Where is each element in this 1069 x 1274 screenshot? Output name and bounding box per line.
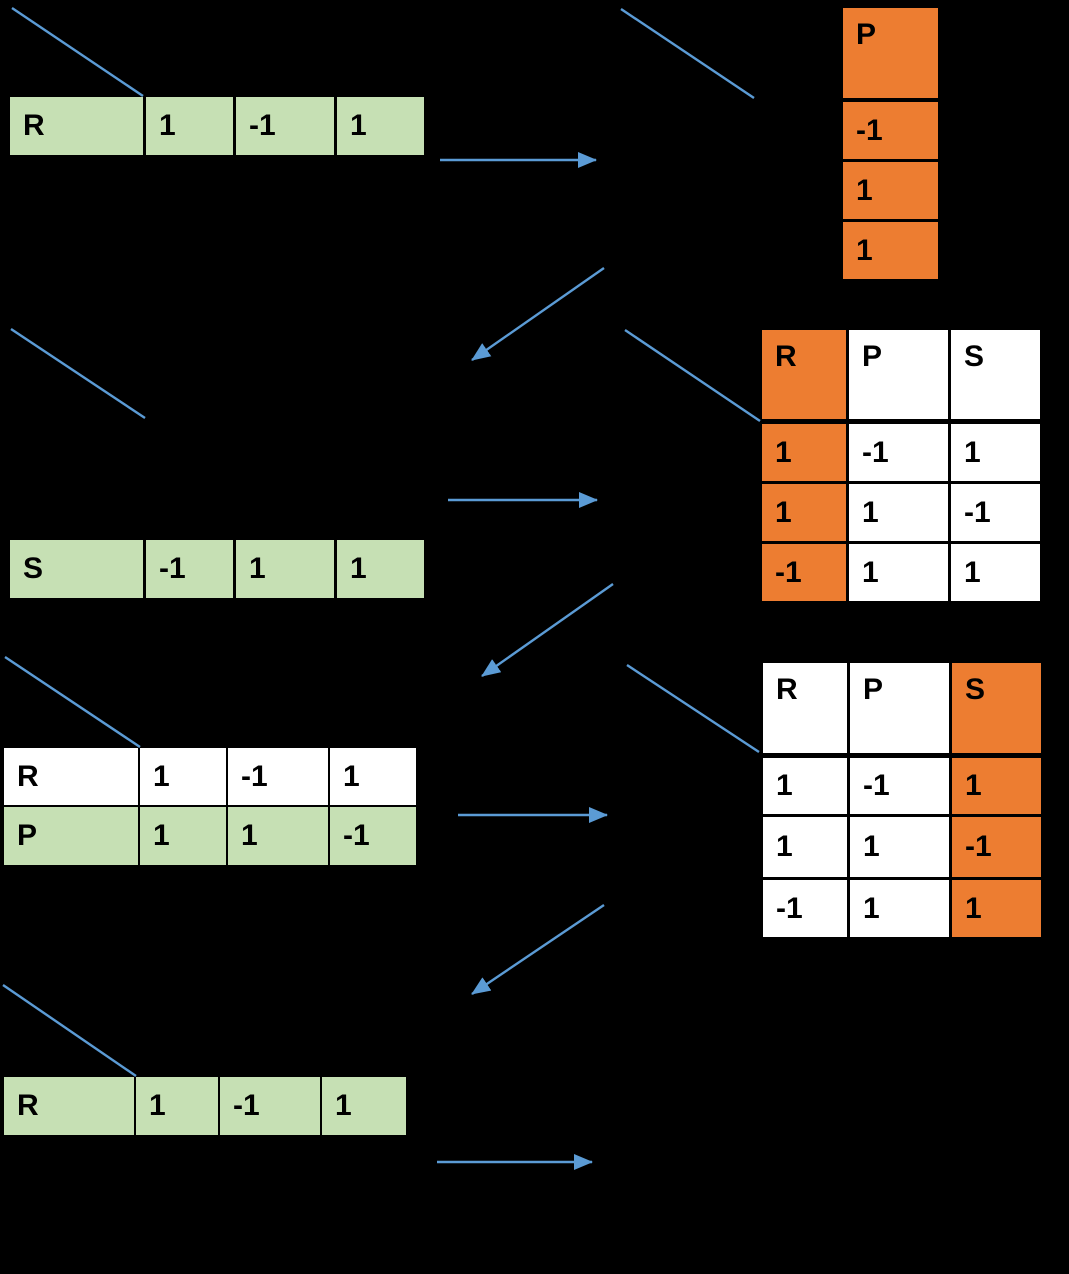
table-rps-s-highlight-cell-0-0: R <box>763 663 847 753</box>
table-rps-s-highlight-cell-3-2: 1 <box>952 880 1041 937</box>
table-two-row-rp-cell-1-0: P <box>4 807 138 865</box>
table-row-s-cell-0-0: S <box>10 540 143 598</box>
table-col-p-cell-2-0: 1 <box>843 162 938 219</box>
table-row-r-bottom-cell-0-0: R <box>4 1077 134 1135</box>
table-rps-s-highlight-cell-2-1: 1 <box>850 817 949 877</box>
leader-line-top-left <box>11 7 144 97</box>
arrow-down-left-2 <box>481 583 614 677</box>
table-two-row-rp-cell-0-0: R <box>4 748 138 805</box>
table-rps-s-highlight-cell-1-2: 1 <box>952 758 1041 814</box>
table-two-row-rp-cell-0-1: 1 <box>140 748 226 805</box>
table-rps-s-highlight-cell-2-0: 1 <box>763 817 847 877</box>
table-row-r-bottom-cell-0-3: 1 <box>322 1077 406 1135</box>
table-row-r-bottom-cell-0-2: -1 <box>220 1077 320 1135</box>
leader-line-mid-left <box>10 328 146 419</box>
leader-line-to-rps-s <box>626 663 760 754</box>
table-rps-r-highlight-cell-0-0: R <box>762 330 846 419</box>
table-rps-r-highlight-cell-0-2: S <box>951 330 1040 419</box>
table-row-r-top-cell-0-1: 1 <box>146 97 233 155</box>
table-row-r-top-cell-0-2: -1 <box>236 97 334 155</box>
table-row-s-cell-0-2: 1 <box>236 540 334 598</box>
table-two-row-rp-cell-1-3: -1 <box>330 807 416 865</box>
table-rps-r-highlight-cell-1-2: 1 <box>951 424 1040 481</box>
table-rps-r-highlight-cell-3-1: 1 <box>849 544 948 601</box>
table-rps-r-highlight-cell-1-1: -1 <box>849 424 948 481</box>
table-rps-r-highlight-cell-2-2: -1 <box>951 484 1040 541</box>
arrow-down-left-1 <box>471 267 605 361</box>
table-row-s-cell-0-1: -1 <box>146 540 233 598</box>
table-two-row-rp-cell-0-2: -1 <box>228 748 328 805</box>
table-rps-s-highlight-cell-0-2: S <box>952 663 1041 753</box>
table-rps-s-highlight-cell-1-1: -1 <box>850 758 949 814</box>
table-rps-s-highlight-cell-2-2: -1 <box>952 817 1041 877</box>
leader-line-bottom-left <box>2 984 137 1077</box>
table-rps-r-highlight-cell-3-0: -1 <box>762 544 846 601</box>
table-row-r-bottom-cell-0-1: 1 <box>136 1077 218 1135</box>
table-rps-s-highlight-cell-0-1: P <box>850 663 949 753</box>
table-rps-r-highlight-cell-1-0: 1 <box>762 424 846 481</box>
table-rps-r-highlight-cell-3-2: 1 <box>951 544 1040 601</box>
table-col-p-row-0: P <box>843 8 938 98</box>
table-two-row-rp-cell-1-2: 1 <box>228 807 328 865</box>
table-rps-r-highlight-cell-2-0: 1 <box>762 484 846 541</box>
leader-line-lower-left <box>4 656 141 748</box>
table-two-row-rp-cell-0-3: 1 <box>330 748 416 805</box>
leader-line-top-right <box>620 8 755 99</box>
table-col-p-row-3: 1 <box>843 222 938 279</box>
table-col-p-cell-0-0: P <box>843 8 938 98</box>
table-col-p-cell-1-0: -1 <box>843 102 938 159</box>
table-rps-r-highlight-cell-2-1: 1 <box>849 484 948 541</box>
table-rps-s-highlight-cell-3-0: -1 <box>763 880 847 937</box>
table-col-p-row-2: 1 <box>843 162 938 219</box>
table-col-p-cell-3-0: 1 <box>843 222 938 279</box>
table-rps-s-highlight-cell-3-1: 1 <box>850 880 949 937</box>
arrow-down-left-3 <box>471 904 605 995</box>
table-rps-s-highlight-cell-1-0: 1 <box>763 758 847 814</box>
table-rps-r-highlight-cell-0-1: P <box>849 330 948 419</box>
table-two-row-rp-cell-1-1: 1 <box>140 807 226 865</box>
table-col-p-row-1: -1 <box>843 102 938 159</box>
leader-line-to-rps-r <box>624 329 761 422</box>
table-row-s-cell-0-3: 1 <box>337 540 424 598</box>
table-row-r-top-cell-0-3: 1 <box>337 97 424 155</box>
table-row-r-top-cell-0-0: R <box>10 97 143 155</box>
